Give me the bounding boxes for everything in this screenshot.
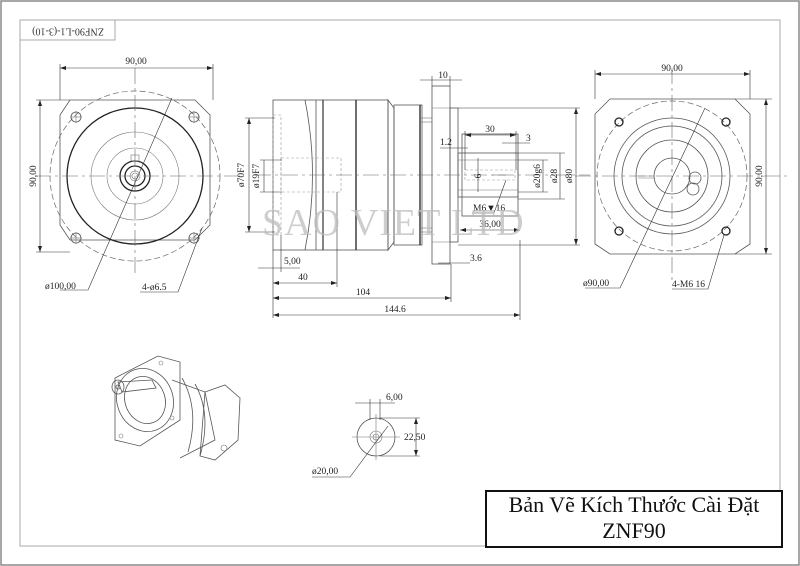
- isometric-view: [111, 355, 241, 461]
- left-front-view: 90,00 90,00 ø100,00 4-ø6.5: [29, 57, 240, 293]
- input-bore-dim: ø70F7: [237, 163, 247, 188]
- input-length-dim: 40: [298, 273, 308, 283]
- total-length-dim: 144.6: [384, 305, 406, 315]
- flange-pilot-dim: 3.6: [470, 254, 482, 264]
- reference-code-box: ZNF90-L1-(3-10): [19, 19, 116, 41]
- watermark: SAO VIET LTD: [262, 202, 525, 244]
- reference-code: ZNF90-L1-(3-10): [32, 26, 104, 37]
- flange-outline: [59, 99, 211, 241]
- section-shaft-dia-dim: ø20,00: [312, 467, 338, 477]
- spigot-offset-dim: 1.2: [440, 138, 452, 148]
- shoulder-dia-dim: ø28: [550, 169, 560, 184]
- section-key-width-dim: 6,00: [386, 393, 403, 403]
- center-tap-dim: M6▼16: [473, 204, 505, 214]
- shaft-dia-dim: ø20g6: [533, 164, 543, 188]
- input-depth-dim: 5,00: [284, 257, 301, 267]
- right-height-dim: 90,00: [755, 165, 765, 187]
- left-width-dim: 90,00: [125, 57, 147, 67]
- left-pcd-dim: ø100,00: [45, 282, 76, 292]
- right-holes-dim: 4-M6 16: [672, 280, 705, 290]
- mounting-hole: [614, 117, 624, 127]
- pilot-dia-dim: ø80: [565, 169, 575, 184]
- left-holes-dim: 4-ø6.5: [142, 283, 167, 293]
- mounting-hole: [70, 232, 82, 244]
- shaft-section-view: 6,00 22,50 ø20,00: [312, 393, 426, 478]
- key-offset-dim: 3: [526, 134, 531, 144]
- key-length-dim: 30: [485, 125, 495, 135]
- flange-thickness-dim: 10: [438, 71, 448, 81]
- mounting-hole: [614, 226, 624, 236]
- section-key-height-dim: 22,50: [404, 433, 426, 443]
- shaft-length-dim: 36,00: [479, 220, 501, 230]
- mounting-hole: [721, 117, 731, 127]
- body-length-dim: 104: [356, 288, 371, 298]
- title-block: Bản Vẽ Kích Thước Cài Đặt ZNF90: [485, 490, 783, 548]
- key-width-dim: 6: [474, 173, 484, 178]
- mounting-hole: [70, 111, 82, 123]
- title-line-1: Bản Vẽ Kích Thước Cài Đặt: [508, 492, 760, 517]
- title-line-2: ZNF90: [602, 518, 666, 543]
- right-width-dim: 90,00: [661, 64, 683, 74]
- mounting-hole: [721, 226, 731, 236]
- right-pcd-dim: ø90,00: [583, 279, 609, 289]
- side-view: ø70F7 ø19F7 5,00 40 104 144.6 10 1.2: [237, 71, 590, 320]
- right-front-view: 90,00 90,00 ø90,00 4-M6 16: [575, 64, 790, 290]
- drawing-frame: [19, 19, 781, 547]
- left-height-dim: 90,00: [29, 165, 39, 187]
- mounting-hole: [188, 111, 200, 123]
- input-shaft-dim: ø19F7: [252, 164, 262, 189]
